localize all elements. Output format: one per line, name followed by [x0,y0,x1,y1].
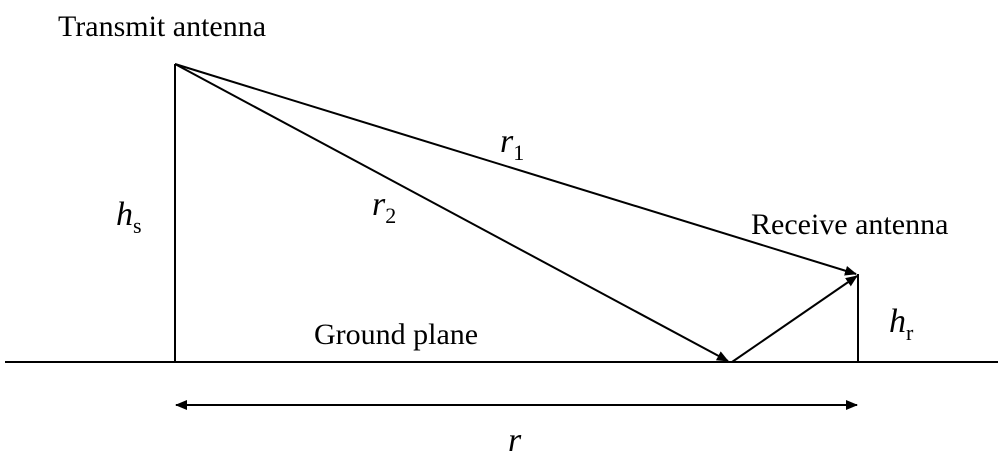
reflected-ray-r2-incident [174,63,729,362]
r2-subscript: 2 [385,203,397,228]
hs-main: h [116,196,133,233]
hr-label: hr [889,303,913,344]
ground-plane-label: Ground plane [314,318,479,351]
distance-r-label: r [508,422,522,459]
hr-subscript: r [906,320,914,345]
transmit-antenna-label: Transmit antenna [58,10,267,43]
r2-label: r2 [372,186,396,227]
r1-main: r [500,123,514,160]
r1-label: r1 [500,123,524,164]
hr-main: h [889,303,906,340]
hs-label: hs [116,196,142,237]
reflected-ray-r2-outgoing [731,275,858,363]
r1-subscript: 1 [513,140,525,165]
hs-subscript: s [133,213,142,238]
receive-antenna-label: Receive antenna [751,208,949,241]
r2-main: r [372,186,386,223]
direct-ray-r1 [174,63,857,276]
